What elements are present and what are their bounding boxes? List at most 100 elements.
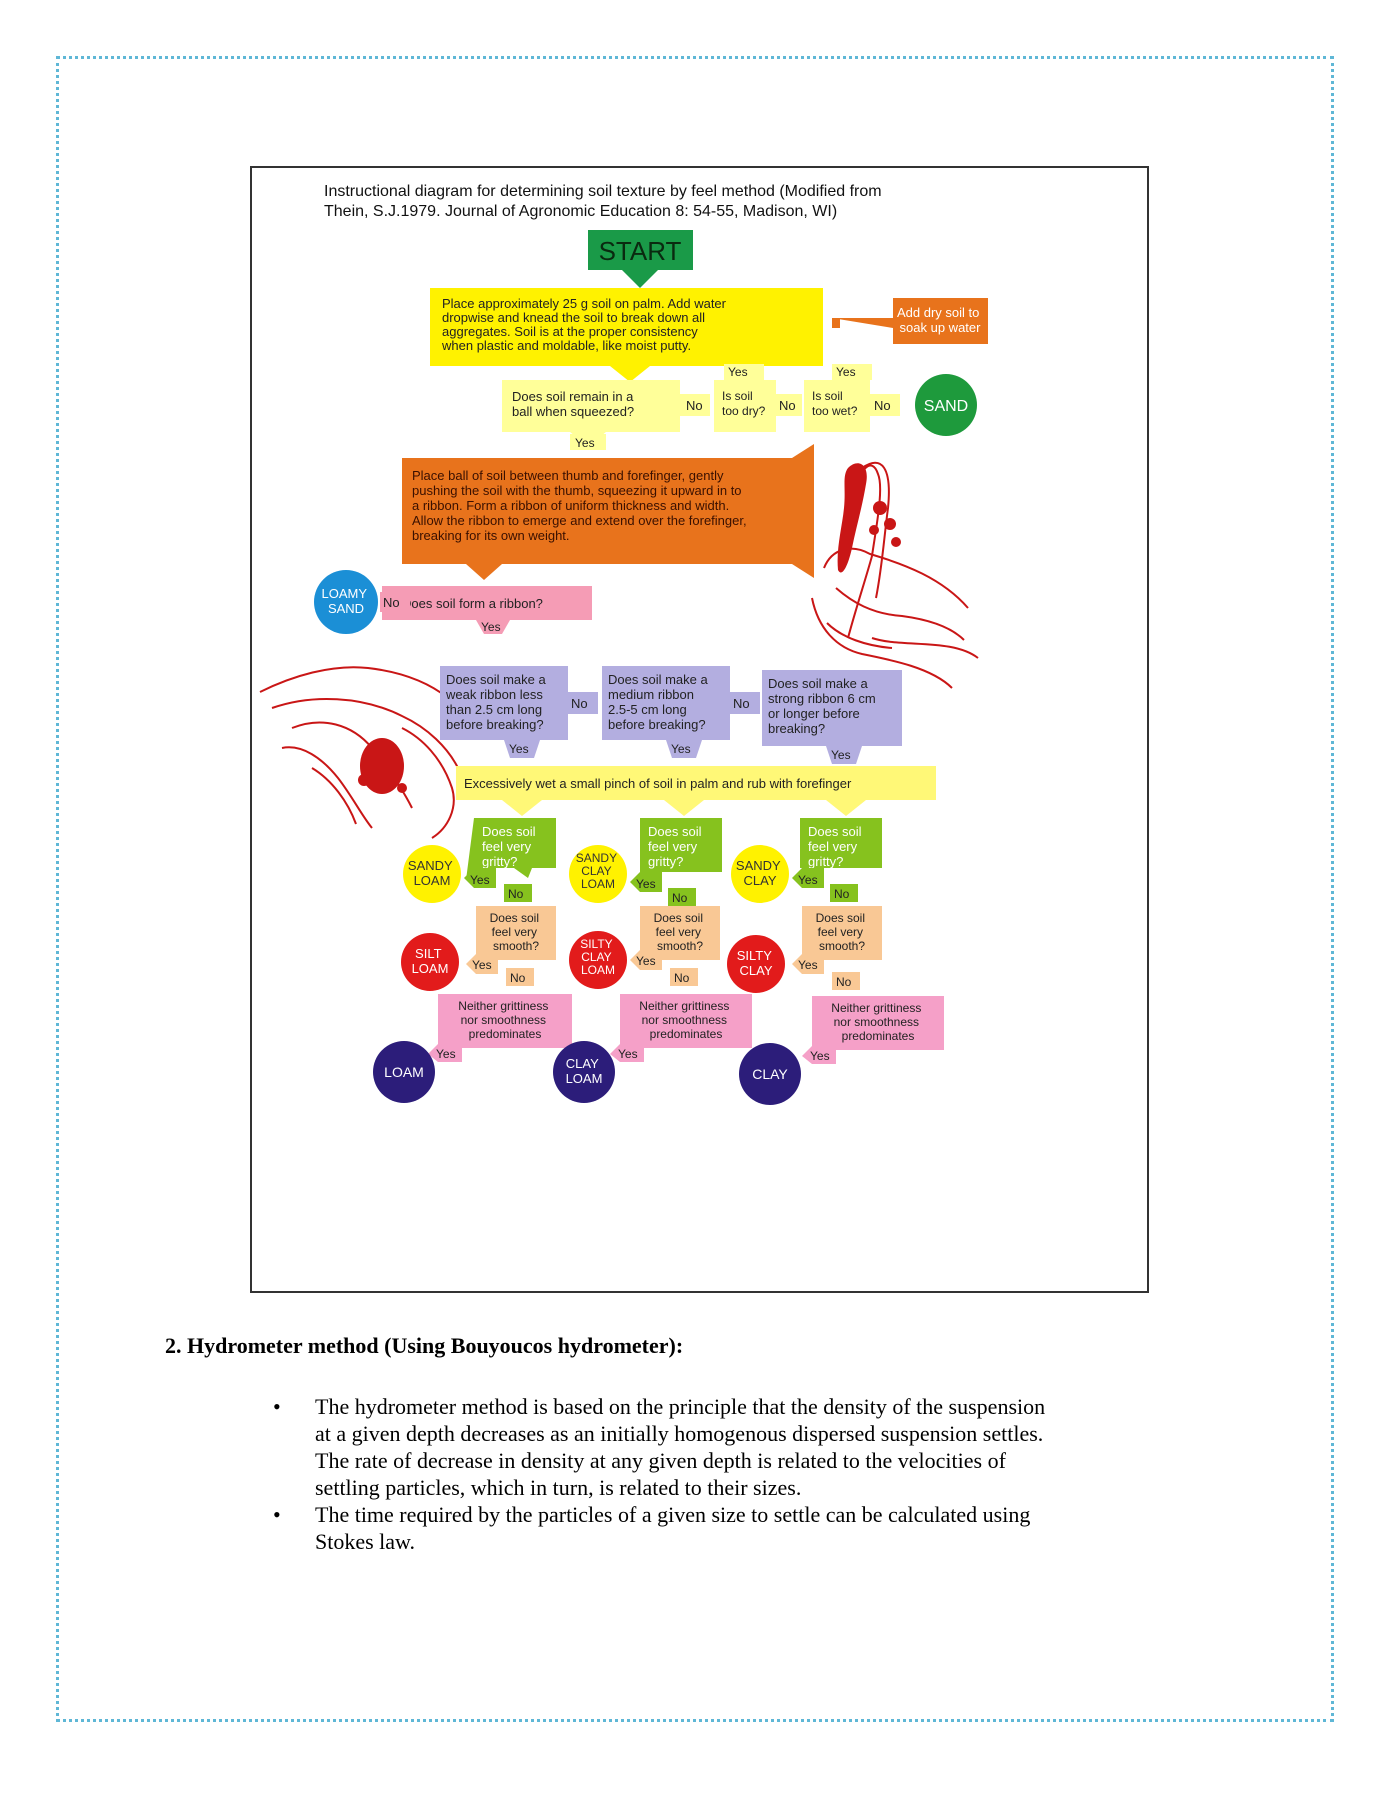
q-strong-line: strong ribbon 6 cm <box>768 691 876 706</box>
yes-label: Yes <box>575 436 595 450</box>
start-node: START <box>588 230 693 288</box>
result-sand: SAND <box>915 374 977 436</box>
svg-text:Does soil make a strong: Does soil make a strong ribbon 6 cm or l… <box>768 676 879 736</box>
svg-text:SILTY CLAY: SILTY CLAY <box>737 948 776 978</box>
sandy-clay-line: CLAY <box>744 873 777 888</box>
silt-loam-line: SILT <box>415 946 442 961</box>
result-loam: LOAM <box>373 1041 435 1103</box>
page-border <box>56 56 1334 1722</box>
q-neither-line: Neither grittiness <box>831 1001 921 1015</box>
no-label: No <box>672 891 688 905</box>
section-heading: 2. Hydrometer method (Using Bouyoucos hy… <box>165 1333 684 1358</box>
bullet-line: The rate of decrease in density at any g… <box>315 1448 1006 1473</box>
svg-text:Does soil feel very: Does soil feel very smooth? <box>816 911 869 953</box>
q-smooth-line: Does soil <box>654 911 703 925</box>
q-neither-line: Neither grittiness <box>458 999 548 1013</box>
loamy-sand-line: LOAMY <box>322 586 368 601</box>
q-neither-line: Neither grittiness <box>639 999 729 1013</box>
q-ribbon-text: Does soil form a ribbon? <box>402 596 543 611</box>
svg-text:Does soil feel very: Does soil feel very gritty? <box>482 824 539 869</box>
result-sandy-clay-loam: SANDY CLAY LOAM <box>569 845 627 903</box>
bullet-marker: • <box>273 1502 281 1527</box>
q-wet-line: too wet? <box>812 404 858 418</box>
yes-label: Yes <box>798 958 818 972</box>
soil-ribbon-texture <box>837 463 901 573</box>
svg-text:Does soil make a medium: Does soil make a medium ribbon 2.5-5 cm … <box>608 672 711 732</box>
q-neither-line: nor smoothness <box>834 1015 919 1029</box>
yes-label: Yes <box>671 742 691 756</box>
q-weak-line: weak ribbon less <box>445 687 543 702</box>
svg-text:Does soil feel very: Does soil feel very smooth? <box>654 911 707 953</box>
question-gritty-3: Does soil feel very gritty? Yes No <box>792 818 882 902</box>
svg-text:Is soil too dry?: Is soil too dry? <box>722 389 766 418</box>
svg-text:Does soil feel very: Does soil feel very smooth? <box>490 911 543 953</box>
result-silt-loam: SILT LOAM <box>401 933 459 991</box>
bullet-line: at a given depth decreases as an initial… <box>315 1421 1044 1446</box>
ribbon-step-line: Place ball of soil between thumb and for… <box>412 468 724 483</box>
silty-clay-loam-line: SILTY <box>580 937 612 951</box>
q-weak-line: than 2.5 cm long <box>446 702 542 717</box>
result-sandy-loam: SANDY LOAM <box>403 845 461 903</box>
q-smooth-line: feel very <box>818 925 863 939</box>
result-loamy-sand: LOAMY SAND <box>314 570 378 634</box>
silty-clay-loam-line: LOAM <box>581 963 615 977</box>
q-gritty-line: gritty? <box>648 854 683 869</box>
svg-text:SANDY CLAY: SANDY CLAY <box>736 858 784 888</box>
step-place-soil: Place approximately 25 g soil on palm. A… <box>430 288 823 382</box>
ribbon-step-line: breaking for its own weight. <box>412 528 570 543</box>
svg-text:Place approximately 25 g soil: Place approximately 25 g soil on palm. A… <box>441 296 730 353</box>
no-label: No <box>733 696 750 711</box>
step1-line: Place approximately 25 g soil on palm. A… <box>442 296 727 311</box>
sandy-loam-line: SANDY <box>408 858 453 873</box>
no-label: No <box>779 398 796 413</box>
q-medium-line: Does soil make a <box>608 672 708 687</box>
bullet-item: • The hydrometer method is based on the … <box>265 1393 1255 1501</box>
q-neither-line: predominates <box>842 1029 915 1043</box>
yes-label: Yes <box>831 748 851 762</box>
q-smooth-line: smooth? <box>493 939 539 953</box>
yes-label: Yes <box>509 742 529 756</box>
q-neither-line: predominates <box>469 1027 542 1041</box>
no-label: No <box>836 975 852 989</box>
svg-text:CLAY LOAM: CLAY LOAM <box>566 1056 603 1086</box>
q-dry-line: Is soil <box>722 389 753 403</box>
q-smooth-line: feel very <box>492 925 537 939</box>
q-gritty-line: gritty? <box>808 854 843 869</box>
bullet-line: The time required by the particles of a … <box>315 1502 1031 1527</box>
question-weak-ribbon: Does soil make a weak ribbon less than 2… <box>440 666 568 758</box>
yes-label: Yes <box>618 1047 638 1061</box>
svg-text:Neither grittiness nor s: Neither grittiness nor smoothness predom… <box>831 1001 924 1043</box>
question-medium-ribbon: Does soil make a medium ribbon 2.5-5 cm … <box>602 666 730 758</box>
svg-text:Place ball of soil between thu: Place ball of soil between thumb and for… <box>412 468 750 543</box>
svg-text:SILTY CLAY LOAM: SILTY CLAY LOAM <box>580 937 616 977</box>
bullet-list: • The hydrometer method is based on the … <box>265 1393 1255 1555</box>
result-clay-loam: CLAY LOAM <box>553 1041 615 1103</box>
result-silty-clay: SILTY CLAY <box>727 935 785 993</box>
svg-text:Does soil remain in a ba: Does soil remain in a ball when squeezed… <box>512 389 637 419</box>
add-dry-line: Add dry soil to <box>897 305 979 320</box>
step1-line: when plastic and moldable, like moist pu… <box>441 338 691 353</box>
figure-title-line-1: Instructional diagram for determining so… <box>324 183 882 200</box>
bullet-line: The hydrometer method is based on the pr… <box>315 1394 1046 1419</box>
q-gritty-line: feel very <box>482 839 532 854</box>
question-too-wet: Is soil too wet? Yes <box>804 364 872 432</box>
hand-ribbon-illustration <box>811 461 979 689</box>
q-strong-line: or longer before <box>768 706 860 721</box>
q-weak-line: before breaking? <box>446 717 544 732</box>
svg-text:SANDY CLAY LOAM: SANDY CLAY LOAM <box>576 851 620 891</box>
yes-label: Yes <box>472 958 492 972</box>
question-neither-2: Neither grittiness nor smoothness predom… <box>610 994 752 1062</box>
hand-rubbing-illustration <box>259 666 459 839</box>
svg-text:Does soil feel very: Does soil feel very gritty? <box>648 824 705 869</box>
q-smooth-line: smooth? <box>657 939 703 953</box>
bullet-line: settling particles, which in turn, is re… <box>315 1475 802 1500</box>
question-smooth-1: Does soil feel very smooth? Yes No <box>466 906 556 986</box>
clay-loam-line: LOAM <box>566 1071 603 1086</box>
q-gritty-line: feel very <box>648 839 698 854</box>
clay-loam-line: CLAY <box>566 1056 599 1071</box>
no-label: No <box>686 398 703 413</box>
sandy-loam-line: LOAM <box>414 873 451 888</box>
yes-label: Yes <box>481 620 501 634</box>
yes-label: Yes <box>728 365 748 379</box>
no-label: No <box>510 971 526 985</box>
